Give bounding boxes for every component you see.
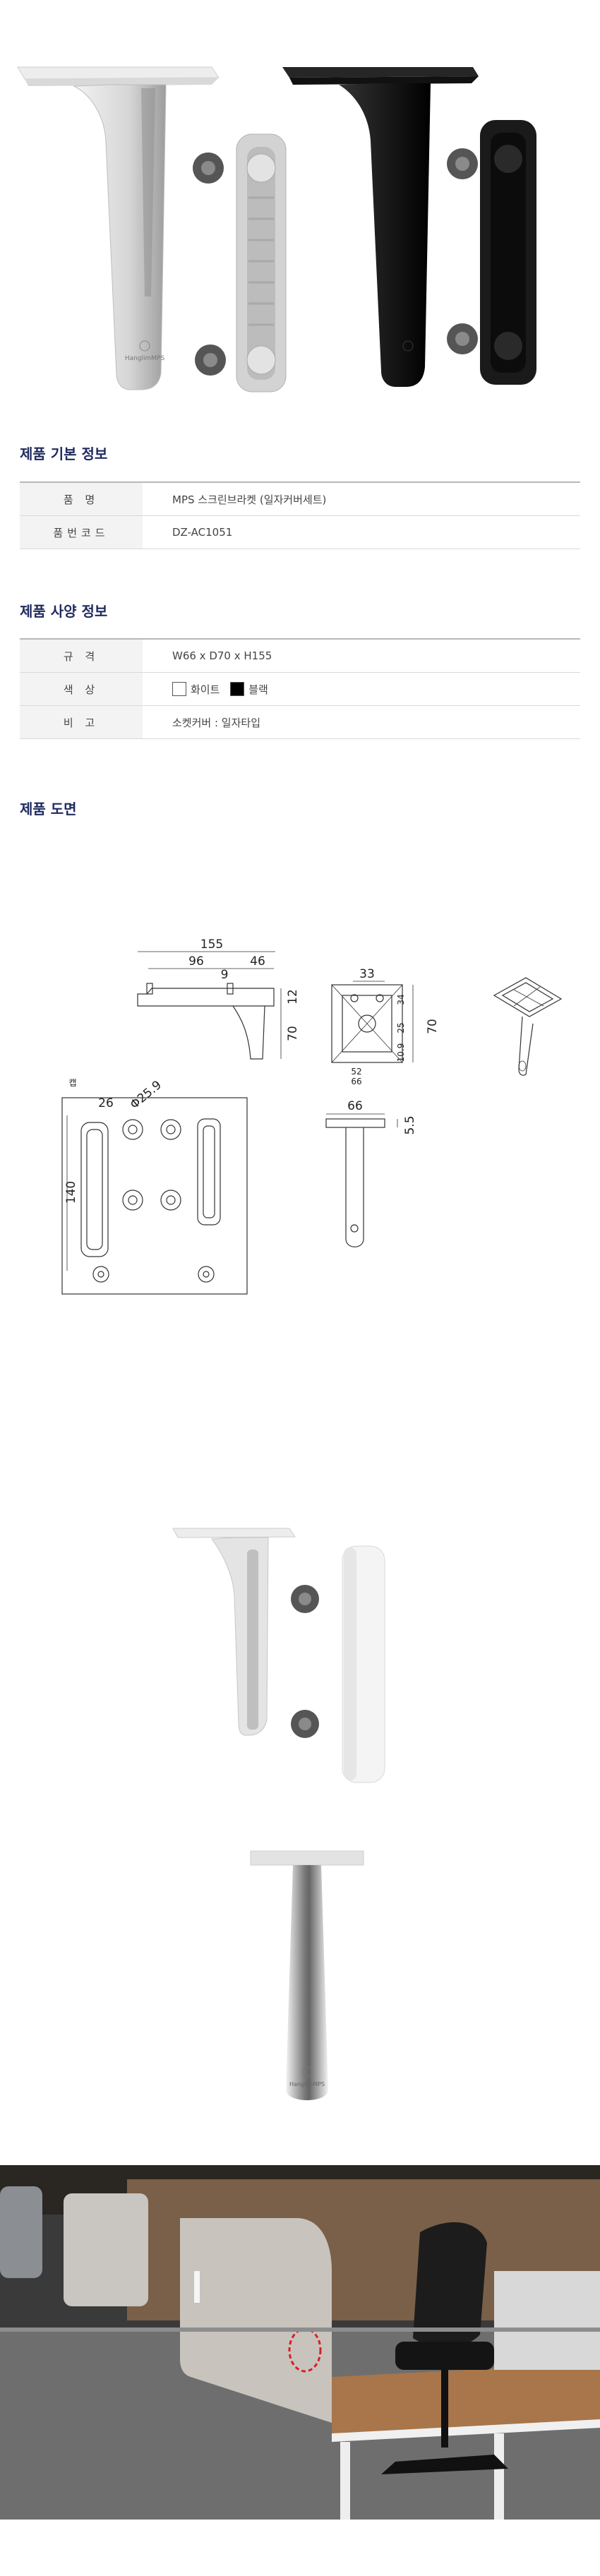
basic-info-title: 제품 기본 정보 (20, 445, 108, 462)
white-swatch (172, 681, 186, 696)
spec-info-table: 규 격 W66 x D70 x H155 색 상 화이트 블랙 비 고 소켓커버… (20, 638, 580, 739)
dim-96: 96 (188, 954, 204, 969)
dim-25: 25 (396, 1022, 406, 1033)
dim-12: 12 (286, 989, 300, 1005)
front-view-drawing: 66 5.5 (325, 1099, 417, 1247)
black-bracket (282, 67, 479, 387)
product-photo: HanglimMPS (17, 66, 536, 393)
color-white-label: 화이트 (191, 683, 220, 696)
dim-155: 155 (200, 937, 223, 952)
white-bracket: HanglimMPS (17, 66, 220, 390)
dim-66a: 66 (351, 1077, 361, 1086)
dim-140: 140 (64, 1181, 78, 1204)
dim-10-9: 10.9 (396, 1043, 406, 1062)
exploded-view-image (0, 1497, 600, 1793)
spec-info-title: 제품 사양 정보 (20, 603, 108, 620)
dim-66b: 66 (347, 1099, 363, 1113)
dim-70a: 70 (286, 1026, 300, 1041)
product-name-label: 품 명 (20, 481, 143, 516)
product-name-value: MPS 스크린브라켓 (일자커버세트) (143, 481, 580, 516)
dim-9: 9 (221, 968, 229, 982)
brand-logo-front: HanglimMPS (289, 2081, 325, 2087)
table-row: 품번코드 DZ-AC1051 (20, 515, 580, 549)
dim-5-5: 5.5 (403, 1115, 417, 1134)
table-row: 비 고 소켓커버 : 일자타입 (20, 705, 580, 739)
dim-26: 26 (98, 1096, 114, 1110)
white-socket-parts (193, 133, 287, 393)
drawing-title: 제품 도면 (20, 801, 77, 817)
cap-label: 캡 (68, 1078, 76, 1088)
product-code-label: 품번코드 (20, 515, 143, 549)
table-row: 품 명 MPS 스크린브라켓 (일자커버세트) (20, 481, 580, 516)
table-row: 규 격 W66 x D70 x H155 (20, 638, 580, 673)
dim-34: 34 (396, 994, 406, 1005)
dim-33: 33 (359, 967, 375, 981)
dim-70b: 70 (426, 1019, 440, 1034)
side-view-drawing: 155 96 46 9 12 70 (137, 937, 300, 1060)
size-label: 규 격 (20, 638, 143, 673)
size-value: W66 x D70 x H155 (143, 638, 580, 673)
note-label: 비 고 (20, 705, 143, 739)
dim-52: 52 (351, 1067, 361, 1077)
technical-drawing: 155 96 46 9 12 70 33 70 (0, 918, 600, 1341)
color-label: 색 상 (20, 672, 143, 706)
color-black-label: 블랙 (248, 683, 268, 696)
black-swatch (230, 681, 245, 696)
color-value: 화이트 블랙 (143, 672, 580, 706)
note-value: 소켓커버 : 일자타입 (143, 705, 580, 739)
front-view-image: HanglimMPS (0, 1843, 600, 2125)
brand-logo-white: HanglimMPS (125, 355, 165, 362)
top-view-drawing: 33 70 34 25 10.9 52 66 (331, 967, 440, 1086)
cap-view-drawing: 캡 26 Φ25.9 140 (61, 1078, 248, 1295)
dim-46: 46 (250, 954, 265, 969)
isometric-view-drawing (493, 977, 563, 1076)
table-row: 색 상 화이트 블랙 (20, 672, 580, 706)
black-socket-parts (447, 120, 536, 385)
office-installation-photo (0, 2165, 600, 2520)
dim-phi-25-9: Φ25.9 (128, 1078, 164, 1112)
product-hero-image: HanglimMPS (0, 0, 600, 424)
basic-info-table: 품 명 MPS 스크린브라켓 (일자커버세트) 품번코드 DZ-AC1051 (20, 481, 580, 549)
product-code-value: DZ-AC1051 (143, 515, 580, 549)
